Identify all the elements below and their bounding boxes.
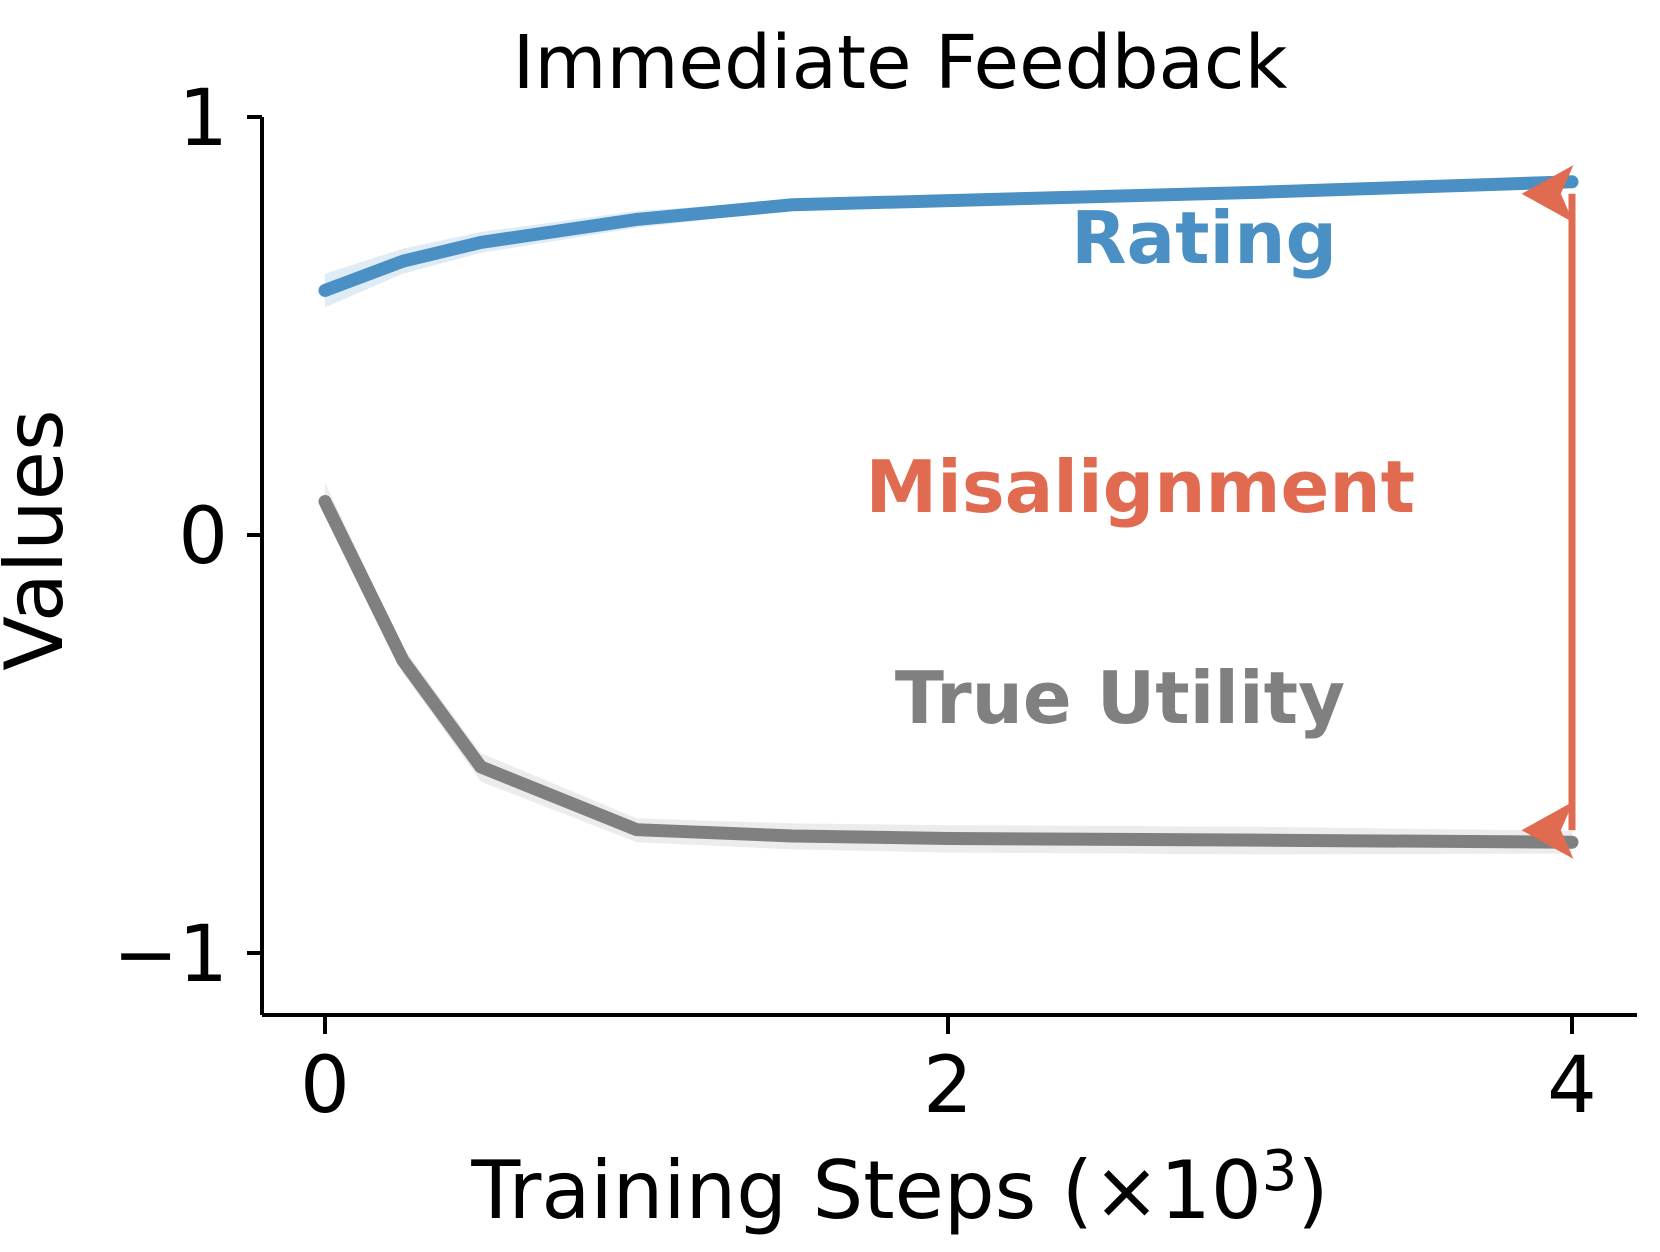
x-axis-label: Training Steps (×103) [470, 1139, 1328, 1237]
y-tick-label-0: 0 [178, 492, 228, 582]
x-tick-label-4: 4 [1547, 1041, 1597, 1131]
y-tick-label-1: 1 [178, 74, 228, 164]
misalignment-annotation-label: Misalignment [866, 445, 1415, 529]
y-tick-label-minus-1: −1 [113, 910, 228, 1000]
chart-title: Immediate Feedback [513, 20, 1288, 106]
x-axis-label-main: Training Steps (×10 [470, 1144, 1261, 1237]
true-utility-line [318, 495, 1579, 849]
x-tick-label-2: 2 [923, 1041, 973, 1131]
x-axis-label-exponent: 3 [1262, 1139, 1298, 1204]
rating-annotation-label: Rating [1071, 196, 1337, 280]
true-utility-annotation-label: True Utility [895, 656, 1345, 740]
x-tick-label-0: 0 [300, 1041, 350, 1131]
x-axis-label-tail: ) [1297, 1144, 1328, 1237]
y-axis-label: Values [0, 409, 81, 670]
rating-line [318, 175, 1579, 297]
